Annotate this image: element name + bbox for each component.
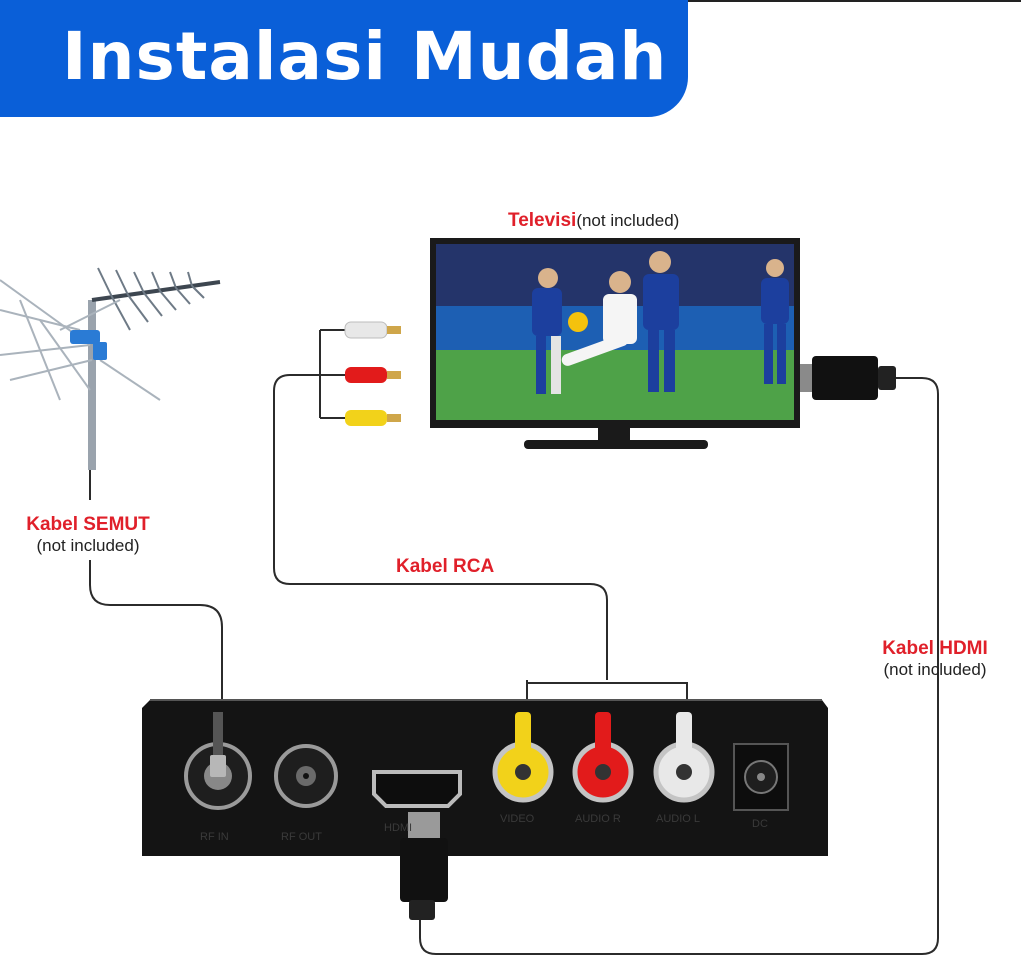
tv-label-name: Televisi xyxy=(508,210,577,231)
hdmi-cable-line xyxy=(419,377,939,955)
hdmi-port-icon xyxy=(372,770,462,808)
antenna-cable-label-note: (not included) xyxy=(36,536,140,555)
tv-label-note: (not included) xyxy=(576,211,680,230)
title-banner: Instalasi Mudah xyxy=(0,0,688,117)
antenna-cable-line xyxy=(89,560,223,712)
hdmi-cable-label: Kabel HDMI (not included) xyxy=(866,638,1004,680)
banner-title: Instalasi Mudah xyxy=(62,18,668,95)
rf-in-port-icon xyxy=(184,712,252,810)
port-label-rf-in: RF IN xyxy=(200,831,229,843)
rca-plug-yellow-icon xyxy=(320,410,401,426)
antenna-icon xyxy=(0,267,221,470)
port-label-audio-r: AUDIO R xyxy=(575,813,621,825)
rca-plug-red-icon xyxy=(320,367,401,383)
rca-cable-label-name: Kabel RCA xyxy=(396,556,495,577)
audio-l-port-icon xyxy=(653,712,715,803)
rca-cable-line xyxy=(273,374,608,680)
hdmi-cable-label-note: (not included) xyxy=(883,660,987,679)
tv-icon xyxy=(430,238,800,449)
rca-plug-white-icon xyxy=(320,321,401,339)
hdmi-plug-box-icon xyxy=(400,812,448,920)
rf-out-port-icon xyxy=(274,744,338,808)
set-top-box xyxy=(142,699,828,856)
video-port-icon xyxy=(492,712,554,803)
hdmi-plug-tv-icon xyxy=(800,356,896,400)
antenna-cable-label: Kabel SEMUT (not included) xyxy=(10,514,166,556)
port-label-dc: DC xyxy=(752,818,768,830)
audio-r-port-icon xyxy=(572,712,634,803)
rca-cable-label: Kabel RCA xyxy=(396,556,494,578)
tv-label: Televisi(not included) xyxy=(508,210,679,232)
hdmi-cable-label-name: Kabel HDMI xyxy=(882,638,988,659)
dc-port-icon xyxy=(733,743,789,811)
antenna-cable-label-name: Kabel SEMUT xyxy=(26,514,150,535)
port-label-video: VIDEO xyxy=(500,813,535,825)
port-label-audio-l: AUDIO L xyxy=(656,813,701,825)
port-label-hdmi: HDMI xyxy=(384,822,413,834)
header-divider xyxy=(688,0,1021,2)
port-label-rf-out: RF OUT xyxy=(281,831,322,843)
